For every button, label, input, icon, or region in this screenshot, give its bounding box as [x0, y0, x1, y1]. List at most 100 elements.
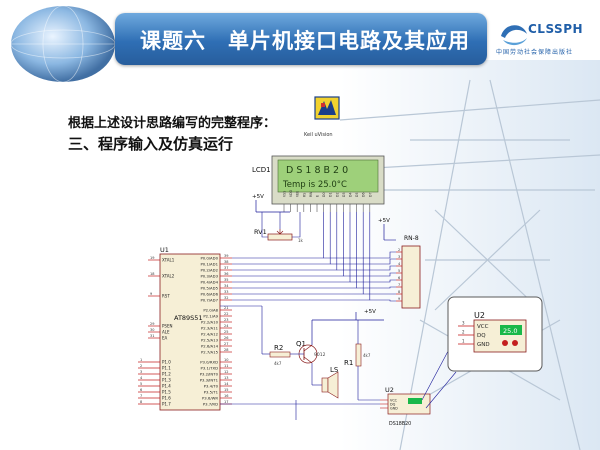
mcu-pin-number: 38: [224, 260, 228, 264]
mcu-ref: U1: [160, 246, 169, 254]
mcu-pin-number: 28: [224, 348, 228, 352]
mcu-pin-number: 33: [224, 290, 228, 294]
mcu-pin-label: P0.5/AD5: [200, 286, 218, 291]
lcd-row2: Temp is 25.0°C: [282, 180, 347, 190]
mcu-body: [159, 253, 221, 411]
mcu-pin-number: 6: [140, 388, 142, 392]
section-heading: 三、程序输入及仿真运行: [68, 135, 234, 153]
callout-connector-b: [425, 371, 457, 409]
lcd-pin-label: D0: [322, 193, 326, 197]
mcu-pin-number: 17: [224, 400, 228, 404]
supply-label-rnet: +5V: [378, 218, 390, 224]
mcu-pin-label: P2.4/A12: [201, 332, 219, 337]
rnet-pin-number: 9: [398, 297, 400, 301]
mcu-u1: U1 AT89S51 XTAL119XTAL218RST9PSEN29ALE30…: [138, 246, 232, 411]
resistor-r1: R1 4k7: [344, 320, 371, 400]
mcu-pin-label: P0.7/AD7: [200, 298, 218, 303]
mcu-pin-number: 11: [224, 364, 228, 368]
mcu-pin-label: PSEN: [162, 324, 172, 329]
mcu-pin-number: 23: [224, 318, 228, 322]
mcu-pin-label: P2.2/A10: [201, 320, 219, 325]
q1-ref: Q1: [296, 340, 306, 348]
title-bar: [115, 13, 487, 65]
mcu-pin-label: P3.7/RD: [203, 402, 218, 407]
mcu-pin-label: P1.1: [162, 366, 171, 371]
sensor-small-pin-label: VCC: [390, 398, 398, 402]
mcu-pin-number: 15: [224, 388, 228, 392]
mcu-pin-number: 29: [150, 322, 154, 326]
rnet-pin-number: 4: [398, 262, 401, 266]
mcu-pin-label: P1.2: [162, 372, 171, 377]
mcu-pin-number: 8: [140, 400, 142, 404]
r2-value: 4k7: [274, 361, 282, 366]
lcd-pin-label: D2: [335, 193, 339, 197]
mcu-pin-label: P2.0/A8: [203, 308, 218, 313]
mcu-pin-number: 19: [150, 256, 154, 260]
mcu-pin-number: 3: [140, 370, 142, 374]
mcu-pin-number: 26: [224, 336, 228, 340]
mcu-pin-number: 1: [140, 358, 142, 362]
pot-value: 1k: [298, 238, 304, 243]
publisher-subtitle: 中国劳动社会保障出版社: [496, 49, 574, 56]
mcu-pin-number: 9: [150, 292, 152, 296]
lcd-pin-label: D3: [342, 193, 346, 197]
mcu-pin-label: P2.7/A15: [201, 350, 219, 355]
mcu-pin-number: 36: [224, 272, 228, 276]
rnet-pin-number: 6: [398, 276, 400, 280]
sensor-small-pin-label: GND: [390, 406, 398, 410]
mcu-pin-number: 22: [224, 312, 228, 316]
resistor-r2: R2 4k7: [269, 344, 291, 366]
slide-title-prefix: 课题六: [140, 29, 206, 53]
sensor-display: [500, 325, 522, 335]
pot-ref: RV1: [254, 228, 267, 236]
mcu-pin-number: 21: [224, 306, 228, 310]
mcu-pin-label: RST: [162, 294, 170, 299]
lcd-pin-label: E: [316, 195, 320, 197]
mcu-pin-label: P0.1/AD1: [200, 262, 218, 267]
mcu-pin-number: 25: [224, 330, 228, 334]
mcu-pin-label: P1.7: [162, 402, 171, 407]
lcd-pin-label: VDD: [289, 189, 293, 197]
mcu-pin-number: 7: [140, 394, 142, 398]
rnet-pin-number: 3: [398, 255, 400, 259]
supply-label-lcd: +5V: [252, 194, 264, 200]
lcd-pin-label: VEE: [296, 191, 300, 197]
mcu-pin-label: P2.3/A11: [201, 326, 219, 331]
r1-value: 4k7: [363, 353, 371, 358]
mcu-pin-number: 10: [224, 358, 228, 362]
mcu-pin-number: 32: [224, 296, 228, 300]
sensor-part-small: DS18B20: [389, 421, 411, 427]
sensor-large-pin-number: 3: [462, 321, 465, 326]
mcu-pin-number: 39: [224, 254, 228, 258]
mcu-pin-number: 5: [140, 382, 142, 386]
mcu-pin-label: P3.1/TXD: [201, 366, 219, 371]
keil-project-icon[interactable]: [312, 95, 342, 135]
rnet-pin-number: 8: [398, 290, 400, 294]
lcd-pin-label: RS: [302, 193, 306, 197]
mcu-pin-label: P1.4: [162, 384, 171, 389]
sensor-decrement-button[interactable]: [502, 340, 508, 346]
mcu-pin-label: XTAL2: [162, 274, 175, 279]
sensor-large-pin-label: VCC: [477, 324, 489, 330]
mcu-pin-number: 18: [150, 272, 154, 276]
q1-part: 9012: [314, 352, 326, 358]
mcu-pin-label: P3.2/INT0: [200, 372, 219, 377]
lcd-row1: D S 1 8 B 2 0: [286, 165, 348, 176]
sensor-large-pin-label: DQ: [477, 333, 486, 339]
sensor-increment-button[interactable]: [512, 340, 518, 346]
mcu-pin-label: P0.6/AD6: [200, 292, 218, 297]
mcu-pin-label: P1.0: [162, 360, 171, 365]
mcu-pin-number: 4: [140, 376, 143, 380]
lcd-pin-label: D4: [349, 193, 353, 197]
slide-title: 课题六单片机接口电路及其应用: [140, 25, 470, 55]
sensor-ref-large: U2: [474, 311, 485, 320]
speaker-ref: LS: [330, 366, 339, 374]
publisher-name: CLSSPH: [528, 22, 584, 36]
sensor-ref-small: U2: [385, 386, 394, 394]
intro-text: 根据上述设计思路编写的完整程序：: [68, 116, 277, 131]
